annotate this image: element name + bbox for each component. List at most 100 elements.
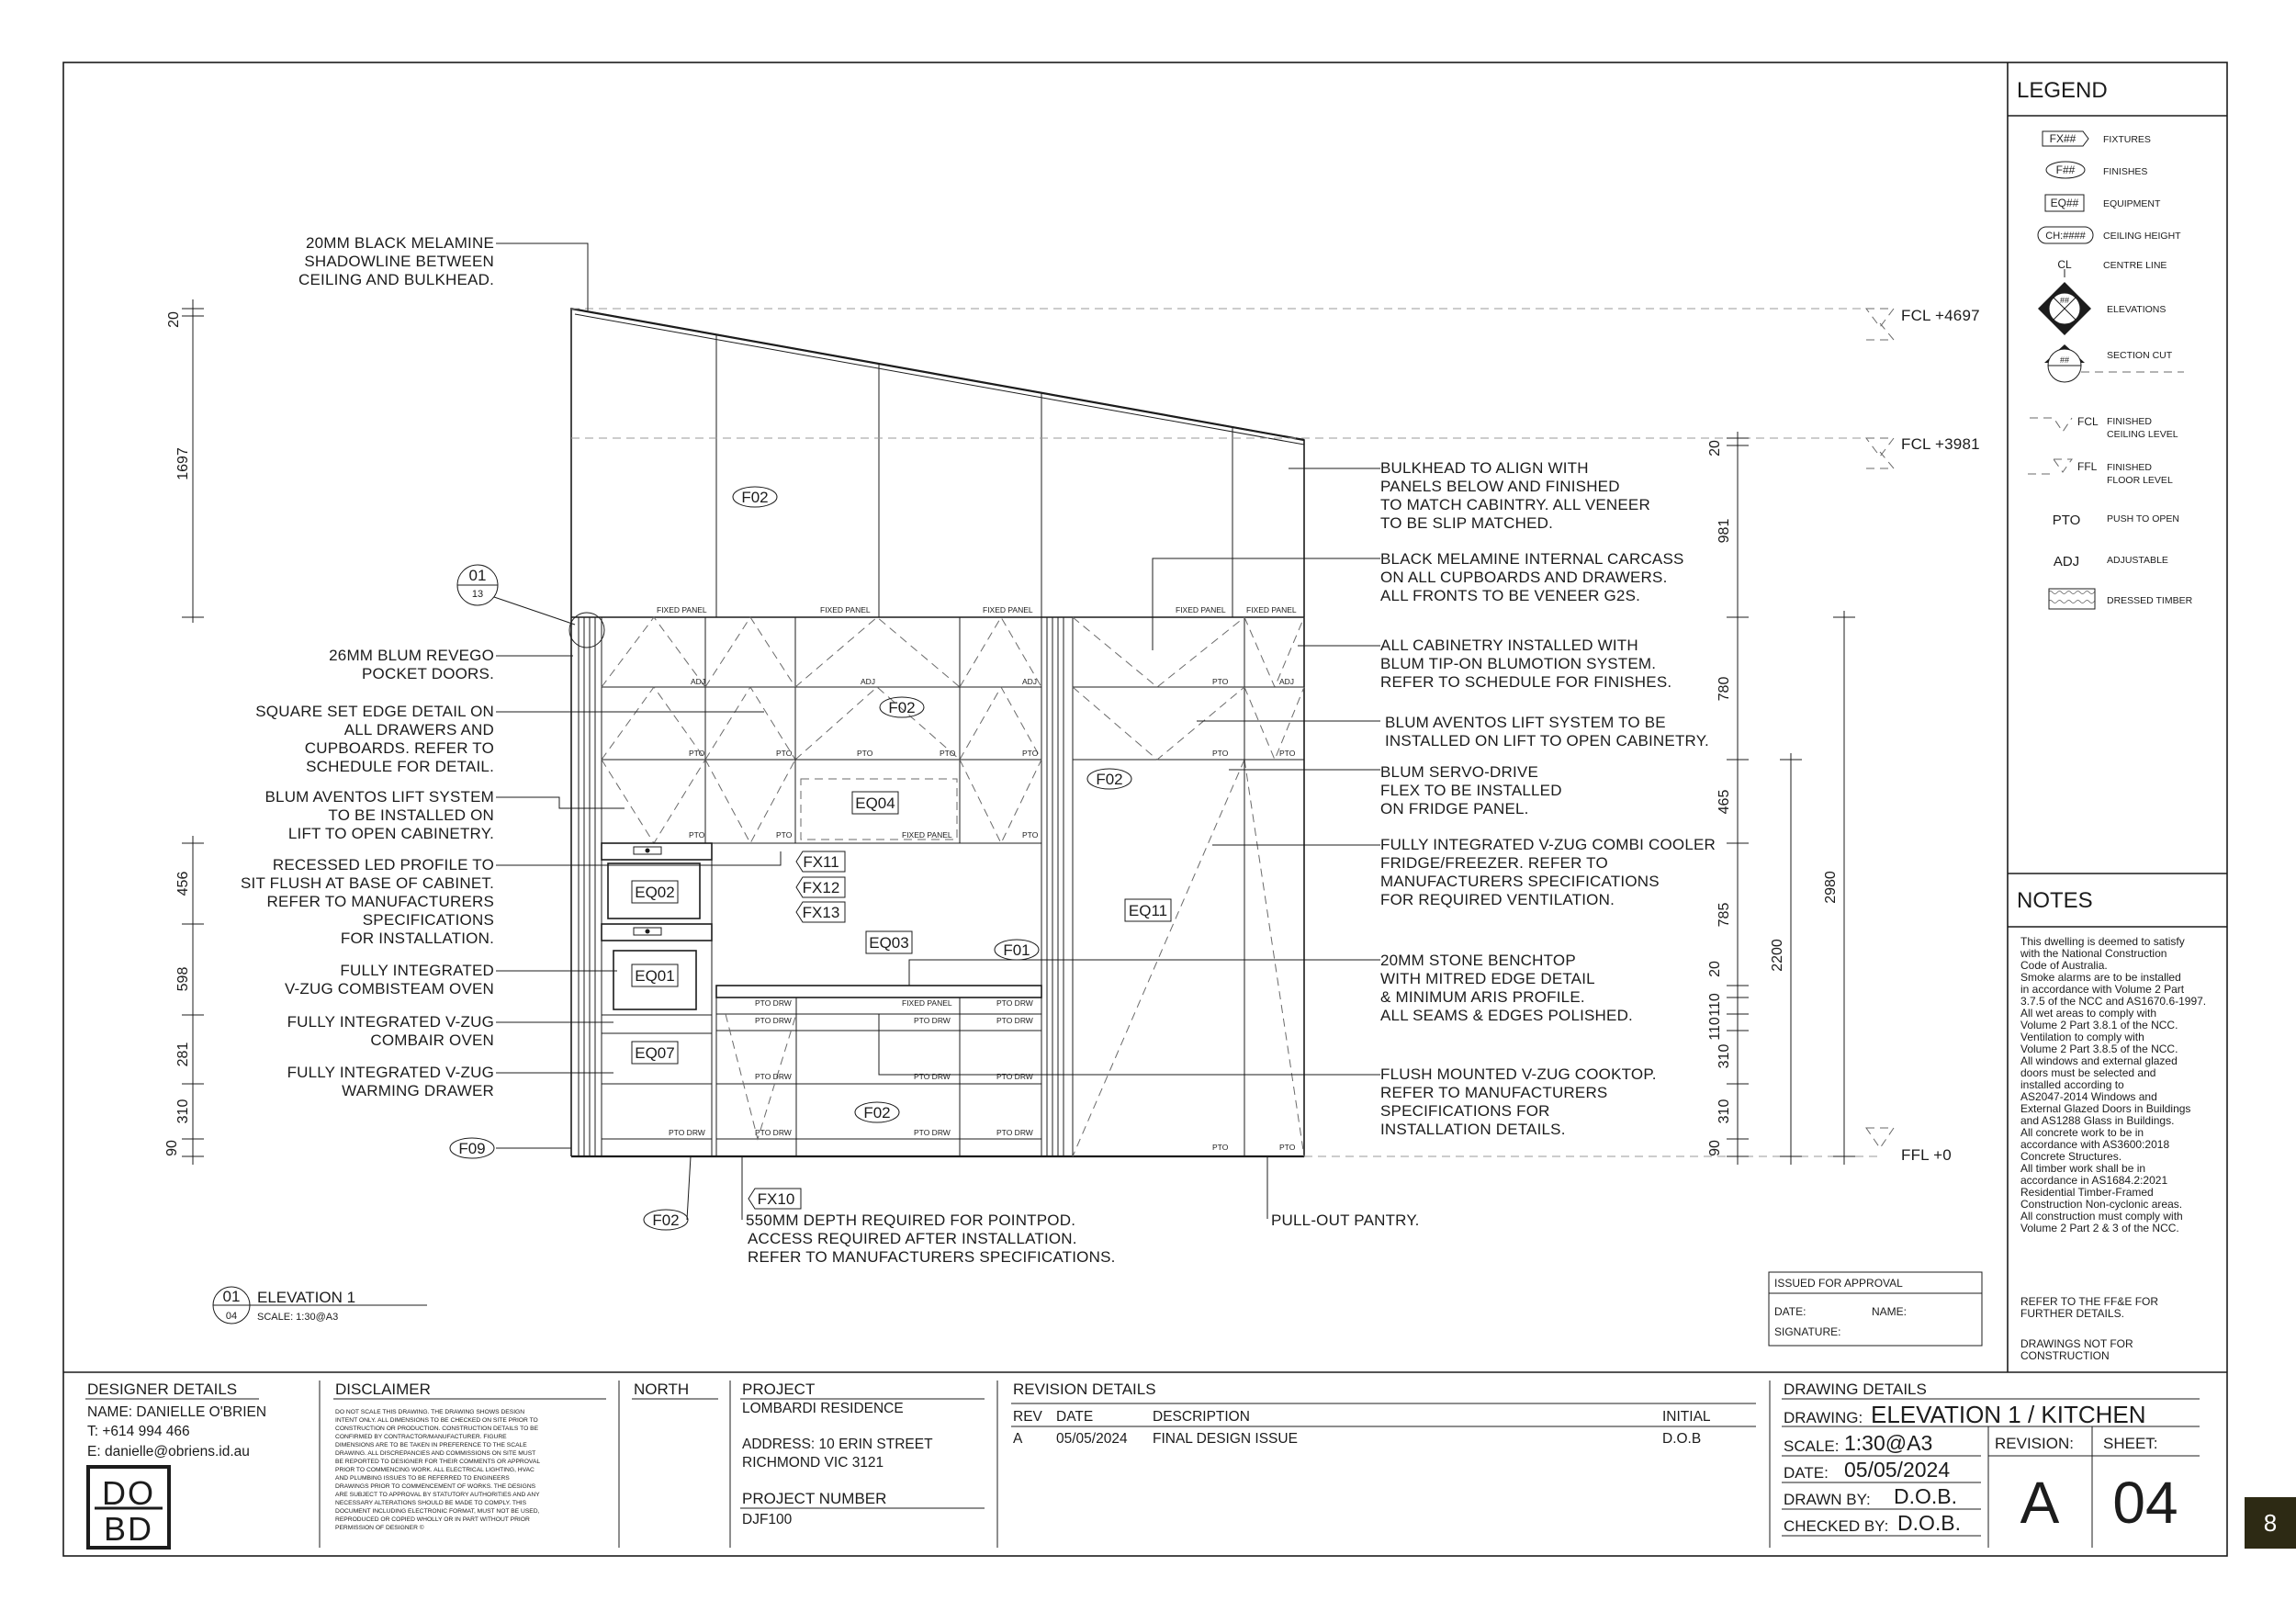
sheet-border [62, 62, 2228, 1557]
dimension-value: 1697 [175, 447, 191, 480]
svg-text:CEILING LEVEL: CEILING LEVEL [2107, 429, 2178, 440]
project-details: PROJECT LOMBARDI RESIDENCE ADDRESS: 10 E… [740, 1381, 985, 1527]
centre-line-icon: CL [2057, 258, 2072, 277]
callout-text: REFER TO MANUFACTURERS [267, 893, 494, 910]
title-block: DESIGNER DETAILS NAME: DANIELLE O'BRIEN … [85, 1381, 2200, 1550]
svg-text:EQ##: EQ## [2051, 197, 2079, 209]
svg-text:Code of Australia.: Code of Australia. [2020, 959, 2108, 972]
svg-text:##: ## [2060, 355, 2069, 365]
revision-row: FINAL DESIGN ISSUE [1153, 1431, 1298, 1447]
svg-text:F##: F## [2056, 163, 2076, 176]
dimension-value: 785 [1716, 903, 1732, 928]
revision-row: 05/05/2024 [1056, 1431, 1128, 1447]
pto-drw-label: PTO DRW [996, 1016, 1033, 1025]
svg-text:EQ11: EQ11 [1129, 902, 1167, 919]
pto-drw-label: PTO DRW [914, 1016, 951, 1025]
callout-text: PULL-OUT PANTRY. [1271, 1212, 1420, 1229]
svg-text:PERMISSION OF DESIGNER ©: PERMISSION OF DESIGNER © [335, 1524, 424, 1531]
svg-text:REVISION:: REVISION: [1995, 1435, 2074, 1452]
notes-panel: NOTES This dwelling is deemed to satisfy… [2017, 888, 2206, 1362]
svg-text:DRAWN BY:: DRAWN BY: [1784, 1491, 1871, 1508]
pto-label: PTO [689, 749, 705, 758]
callout-text: V-ZUG COMBISTEAM OVEN [285, 980, 494, 997]
elevation-title: 01 04 ELEVATION 1 SCALE: 1:30@A3 [212, 1286, 427, 1324]
svg-text:F01: F01 [1003, 941, 1030, 959]
left-callouts: 20MM BLACK MELAMINE SHADOWLINE BETWEEN C… [241, 234, 494, 1099]
callout-text: & MINIMUM ARIS PROFILE. [1380, 988, 1585, 1006]
svg-text:F09: F09 [458, 1140, 485, 1157]
callout-text: 20MM STONE BENCHTOP [1380, 952, 1576, 969]
pto-drw-label: PTO DRW [755, 1128, 792, 1137]
callout-text: FLUSH MOUNTED V-ZUG COOKTOP. [1380, 1065, 1657, 1083]
svg-text:FX12: FX12 [803, 879, 840, 896]
svg-text:FINISHED: FINISHED [2107, 462, 2152, 473]
dimension-value: 2200 [1770, 939, 1785, 972]
fixed-panel-label: FIXED PANEL [820, 605, 871, 614]
svg-text:F02: F02 [888, 699, 915, 716]
left-leaders [496, 242, 782, 1149]
pto-label: PTO [1212, 1143, 1229, 1152]
callout-text: REFER TO SCHEDULE FOR FINISHES. [1380, 673, 1671, 691]
svg-text:DRAWINGS NOT FOR: DRAWINGS NOT FOR [2020, 1337, 2133, 1350]
revision-letter: A [2020, 1470, 2060, 1536]
callout-text: LIFT TO OPEN CABINETRY. [288, 825, 494, 842]
svg-text:EQ04: EQ04 [855, 795, 895, 812]
svg-text:Concrete Structures.: Concrete Structures. [2020, 1150, 2122, 1163]
svg-text:CHECKED BY:: CHECKED BY: [1784, 1517, 1888, 1535]
revision-details: REVISION DETAILS REV DATE DESCRIPTION IN… [1011, 1381, 1756, 1447]
dimension-value: 20 [1707, 961, 1723, 977]
callout-text: SPECIFICATIONS [363, 911, 494, 929]
callout-text: PANELS BELOW AND FINISHED [1380, 478, 1620, 495]
svg-text:Volume 2 Part 3.8.1 of the NCC: Volume 2 Part 3.8.1 of the NCC. [2020, 1019, 2178, 1031]
fixed-panel-label: FIXED PANEL [983, 605, 1033, 614]
callout-text: FULLY INTEGRATED V-ZUG [287, 1013, 494, 1031]
level-marker-fcl-top: FCL +4697 [1865, 307, 1980, 341]
svg-text:Volume 2 Part 3.8.5 of the NCC: Volume 2 Part 3.8.5 of the NCC. [2020, 1043, 2178, 1055]
callout-text: ON FRIDGE PANEL. [1380, 800, 1529, 817]
svg-text:FURTHER DETAILS.: FURTHER DETAILS. [2020, 1307, 2124, 1320]
callout-text: FULLY INTEGRATED V-ZUG COMBI COOLER [1380, 836, 1716, 853]
callout-text: FRIDGE/FREEZER. REFER TO [1380, 854, 1608, 872]
svg-text:BE REPORTED TO DESIGNER FOR TH: BE REPORTED TO DESIGNER FOR THEIR COMMEN… [335, 1459, 540, 1465]
svg-text:CENTRE LINE: CENTRE LINE [2103, 260, 2167, 271]
callout-text: CUPBOARDS. REFER TO [305, 739, 494, 757]
callout-text: 26MM BLUM REVEGO [329, 647, 494, 664]
svg-text:CL: CL [2057, 258, 2072, 271]
svg-text:F02: F02 [652, 1212, 679, 1229]
dimension-value: 20 [1707, 440, 1723, 456]
designer-logo: DO BD [86, 1465, 171, 1550]
pto-drw-label: PTO DRW [755, 1072, 792, 1081]
svg-text:DESIGNER DETAILS: DESIGNER DETAILS [87, 1381, 237, 1398]
pto-label: PTO [857, 749, 873, 758]
svg-text:PRIOR TO COMMENCING WORK. ALL: PRIOR TO COMMENCING WORK. ALL ELECTRICAL… [335, 1467, 535, 1473]
svg-text:DO: DO [102, 1474, 155, 1512]
svg-text:13: 13 [472, 589, 483, 600]
dimension-value: 780 [1716, 677, 1732, 702]
svg-text:SCALE: 1:30@A3: SCALE: 1:30@A3 [257, 1312, 338, 1323]
dimension-value: 110 [1707, 1017, 1723, 1041]
callout-text: ON ALL CUPBOARDS AND DRAWERS. [1380, 569, 1668, 586]
revision-row: D.O.B [1662, 1431, 1701, 1447]
dimension-value: 598 [175, 967, 191, 992]
callout-text: INSTALLATION DETAILS. [1380, 1121, 1566, 1138]
svg-text:CH:####: CH:#### [2045, 231, 2086, 242]
pto-drw-label: PTO DRW [996, 998, 1033, 1008]
svg-text:FCL: FCL [2077, 415, 2099, 428]
pto-drw-label: PTO DRW [755, 998, 792, 1008]
adj-label: ADJ [1022, 677, 1037, 686]
svg-text:DATE:: DATE: [1784, 1464, 1829, 1482]
level-marker-fcl: FCL +3981 [1865, 435, 1980, 469]
finish-symbol-icon [2045, 161, 2086, 179]
right-leaders [686, 468, 1380, 1221]
dimension-value: 2980 [1823, 871, 1839, 904]
page-number-badge: 8 [2245, 1497, 2296, 1549]
svg-text:PUSH TO OPEN: PUSH TO OPEN [2107, 513, 2179, 524]
dimension-value: 456 [175, 872, 191, 896]
finish-tag: F02 [732, 486, 778, 508]
callout-text: TO BE INSTALLED ON [328, 806, 494, 824]
svg-text:DESCRIPTION: DESCRIPTION [1153, 1409, 1250, 1425]
svg-text:doors must be selected and: doors must be selected and [2020, 1066, 2155, 1079]
callout-text: BLUM SERVO-DRIVE [1380, 763, 1538, 781]
svg-text:REFER TO THE FF&E FOR: REFER TO THE FF&E FOR [2020, 1295, 2158, 1308]
svg-text:FLOOR LEVEL: FLOOR LEVEL [2107, 475, 2173, 486]
